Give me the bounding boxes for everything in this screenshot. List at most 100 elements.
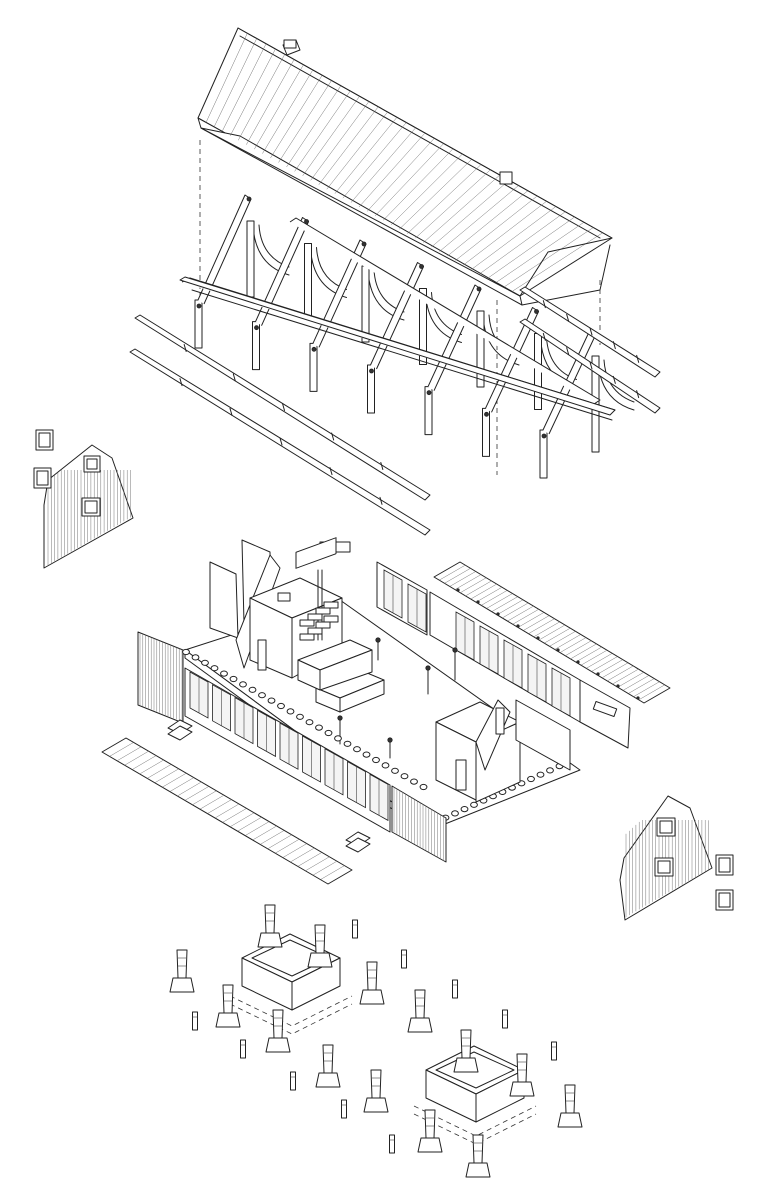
hatch-line [566, 313, 570, 322]
hatch-line [260, 830, 285, 845]
pier-part [407, 1017, 433, 1033]
hatch-line [566, 347, 570, 356]
deck-back [433, 561, 671, 704]
joist-end [451, 810, 459, 817]
pier-part [359, 989, 385, 1005]
hatch-line [286, 85, 342, 168]
joist-end [277, 702, 285, 710]
gable-wall-west [33, 429, 134, 569]
hatch-line [169, 777, 194, 792]
hatch-line [542, 300, 546, 309]
hatch-line [382, 148, 454, 221]
hatch-line [481, 590, 508, 606]
pier-part [424, 1109, 436, 1139]
frame-member [254, 325, 259, 331]
hatch-line [415, 169, 491, 239]
hatch-line [366, 138, 435, 212]
hatch-line [591, 656, 618, 672]
pier-part [370, 1069, 382, 1099]
pier-part [564, 1084, 576, 1114]
frame-member [304, 219, 309, 224]
hatch-line [229, 407, 233, 416]
joist-end [343, 740, 352, 747]
hatch-line [601, 662, 629, 678]
pier-part [401, 949, 407, 969]
pier-part [264, 904, 276, 934]
hatch-line [638, 684, 665, 701]
frame-member [419, 264, 424, 269]
hatch-line [633, 681, 660, 697]
hatch-line [612, 341, 616, 350]
hatch-line [329, 467, 333, 476]
hatch-line [139, 759, 164, 775]
hatch-line [487, 216, 575, 279]
hatch-line [556, 648, 560, 652]
pier-part [315, 1072, 341, 1088]
frame-member [246, 220, 255, 298]
hatch-line [628, 678, 655, 694]
frame-member [427, 284, 482, 391]
joist-end [546, 767, 554, 774]
joist-end [391, 767, 399, 774]
joist-end [182, 648, 190, 656]
hatch-line [342, 122, 407, 199]
hatch-line [517, 612, 545, 628]
joist-end [210, 665, 219, 672]
shelf [299, 633, 315, 641]
joist-end [191, 654, 200, 661]
hatch-line [612, 668, 639, 685]
joist-end [400, 773, 409, 780]
joist-end [239, 681, 247, 688]
hatch-line [302, 96, 360, 176]
hatch-line [471, 206, 557, 270]
frame-member [311, 346, 317, 352]
hatch-line [350, 127, 416, 203]
shelf [323, 615, 339, 623]
frame-member [369, 368, 374, 374]
pier-part [290, 1071, 296, 1091]
hatch-line [586, 653, 613, 669]
hatch-line [154, 768, 179, 783]
hatch-line [542, 332, 546, 341]
hatch-line [536, 636, 540, 640]
hatch-line [460, 577, 487, 593]
joist-end [372, 756, 380, 764]
hatch-line [379, 496, 383, 505]
post [387, 737, 393, 743]
hatch-line [326, 111, 388, 190]
pier-part [307, 952, 333, 968]
pier-part [472, 1134, 484, 1164]
hatch-line [463, 201, 547, 266]
hatch-line [533, 621, 560, 638]
shelf [299, 619, 315, 627]
hatch-line [237, 817, 262, 832]
hatch-line [439, 185, 519, 252]
pier-part [452, 979, 458, 999]
hatch-line [570, 643, 597, 660]
hatch-line [439, 564, 466, 581]
hatch-line [622, 675, 650, 691]
frame-member [476, 286, 482, 292]
hatch-line [334, 117, 398, 194]
hatch-line [312, 861, 338, 876]
hatch-line [184, 786, 209, 801]
hatch-line [580, 650, 608, 666]
hatch-line [502, 602, 529, 619]
joist-end [248, 686, 257, 693]
pier-part [215, 1012, 241, 1028]
hatch-line [214, 803, 240, 819]
shelf [307, 627, 323, 635]
hatch-line [495, 222, 585, 283]
frame-member [541, 433, 547, 439]
hatch-line [290, 847, 315, 863]
pier-part [272, 1009, 284, 1039]
pier-part [516, 1053, 528, 1083]
hatch-line [221, 43, 267, 132]
joist-end [305, 719, 314, 726]
hatch-line [444, 568, 471, 584]
deck-front [101, 719, 371, 885]
frame-member [304, 243, 312, 320]
hatch-line [282, 843, 307, 858]
hatch-line [252, 825, 277, 841]
frame-member [361, 265, 370, 343]
